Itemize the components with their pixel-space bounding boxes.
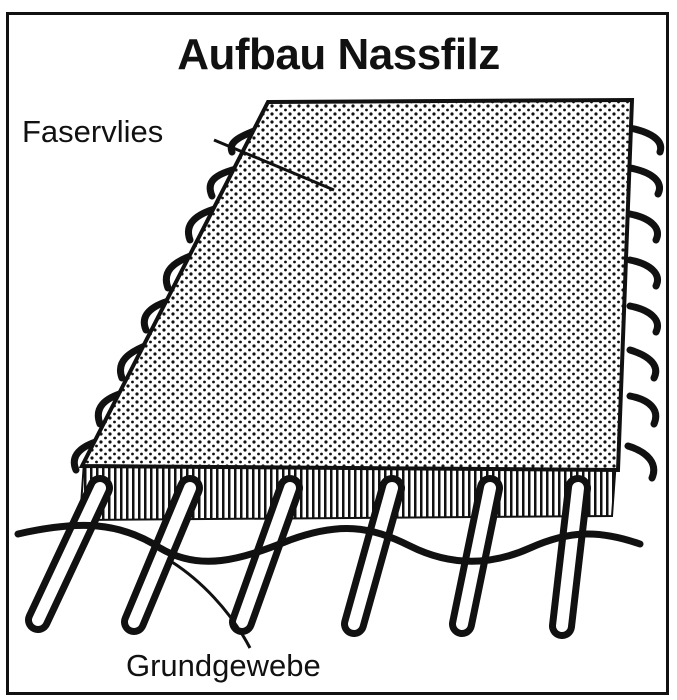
weft-thread xyxy=(18,525,640,561)
warp-threads-right xyxy=(628,128,661,478)
label-fiber-layer: Faservlies xyxy=(22,114,163,150)
label-base-fabric: Grundgewebe xyxy=(126,648,321,684)
diagram-title: Aufbau Nassfilz xyxy=(0,30,677,80)
